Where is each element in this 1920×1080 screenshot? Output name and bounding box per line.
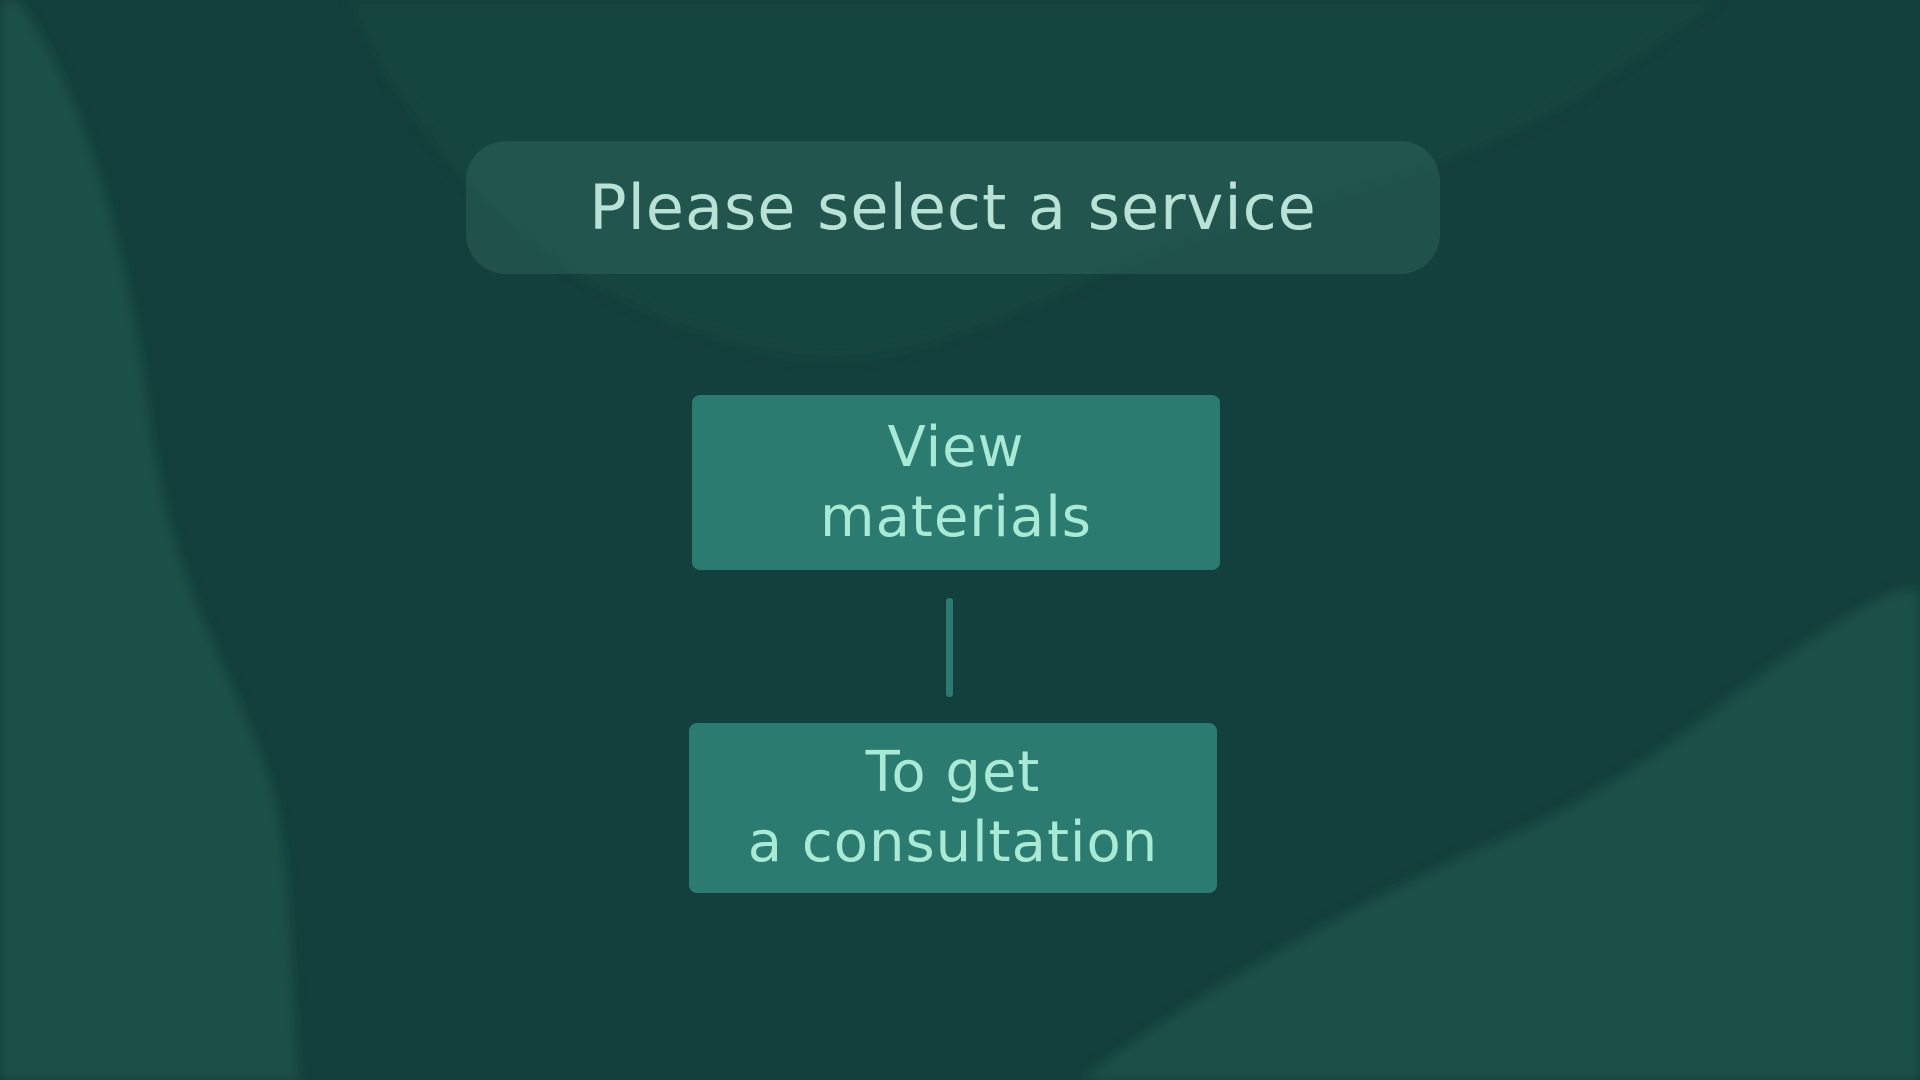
bottom-right-wave-shape xyxy=(1080,589,1920,1080)
get-consultation-label-line1: To get xyxy=(865,740,1041,805)
view-materials-label-line2: materials xyxy=(820,484,1092,550)
top-blob-shape xyxy=(350,0,1720,360)
connector-line xyxy=(946,598,953,697)
page-title: Please select a service xyxy=(589,171,1317,244)
view-materials-label-line1: View xyxy=(887,414,1025,480)
title-banner: Please select a service xyxy=(466,141,1440,274)
get-consultation-button[interactable]: To get a consultation xyxy=(689,723,1217,893)
get-consultation-label-line2: a consultation xyxy=(747,810,1159,875)
view-materials-button[interactable]: View materials xyxy=(692,395,1220,570)
left-wave-shape xyxy=(0,0,300,1080)
